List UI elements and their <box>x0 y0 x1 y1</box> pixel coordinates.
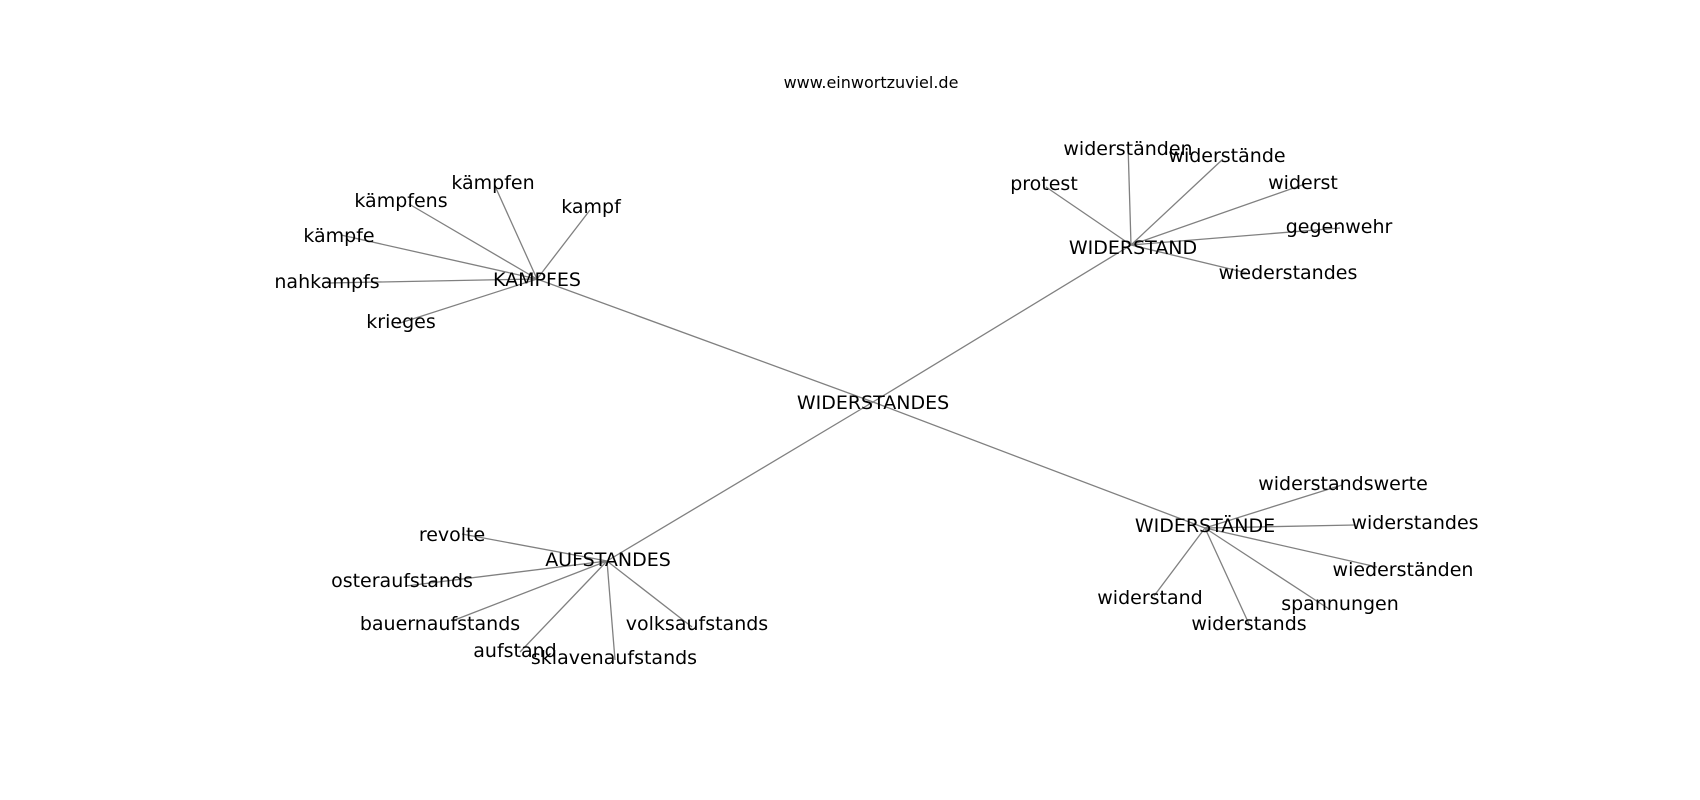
edge-hub-0-leaf-1 <box>408 203 538 280</box>
edge-hub-0-leaf-0 <box>494 185 538 280</box>
edge-hub-2-leaf-1 <box>405 560 608 587</box>
leaf-node-label-2-1: osteraufstands <box>331 570 473 592</box>
edge-root-hub-3 <box>872 401 1206 529</box>
leaf-node-label-0-3: kämpfe <box>303 225 374 247</box>
leaf-node-label-0-2: kampf <box>561 196 622 218</box>
hub-node-label-0: KAMPFES <box>493 269 581 291</box>
edge-root-hub-2 <box>606 401 874 562</box>
edge-hub-2-leaf-3 <box>606 560 693 628</box>
edge-layer <box>326 143 1378 661</box>
edge-hub-3-leaf-5 <box>1204 527 1250 625</box>
leaf-node-label-3-2: wiederständen <box>1333 559 1474 581</box>
edge-hub-3-leaf-0 <box>1204 484 1343 529</box>
edge-hub-1-leaf-3 <box>1130 183 1306 246</box>
edge-hub-3-leaf-3 <box>1153 527 1206 597</box>
leaf-node-label-3-1: widerstandes <box>1351 512 1478 534</box>
leaf-node-label-0-1: kämpfens <box>354 190 447 212</box>
leaf-node-label-2-4: aufstand <box>473 640 556 662</box>
leaf-node-label-0-0: kämpfen <box>451 172 534 194</box>
edge-hub-0-leaf-5 <box>396 278 538 325</box>
edge-hub-0-leaf-3 <box>340 234 538 280</box>
root-node-label: WIDERSTANDES <box>797 392 949 414</box>
hub-node-label-2: AUFSTANDES <box>545 549 671 571</box>
edge-hub-3-leaf-2 <box>1204 527 1378 568</box>
edge-hub-3-leaf-4 <box>1204 527 1330 610</box>
leaf-node-label-0-5: krieges <box>366 311 435 333</box>
leaf-node-label-1-0: widerständen <box>1063 138 1192 160</box>
leaf-node-label-3-4: spannungen <box>1281 593 1399 615</box>
leaf-node-label-3-3: widerstand <box>1097 587 1202 609</box>
edge-root-hub-0 <box>536 278 874 403</box>
leaf-node-label-0-4: nahkampfs <box>274 271 379 293</box>
leaf-node-label-2-5: sklavenaufstands <box>531 647 697 669</box>
leaf-node-label-3-5: widerstands <box>1191 613 1306 635</box>
edge-hub-2-leaf-0 <box>461 533 608 562</box>
edge-hub-1-leaf-0 <box>1127 143 1132 246</box>
hub-node-label-3: WIDERSTÄNDE <box>1135 514 1275 537</box>
leaf-node-label-1-5: wiederstandes <box>1219 262 1358 284</box>
edge-hub-2-leaf-5 <box>606 560 616 661</box>
leaf-node-label-1-3: widerst <box>1268 172 1338 194</box>
hub-node-label-1: WIDERSTAND <box>1069 237 1197 259</box>
leaf-node-label-2-2: bauernaufstands <box>360 613 520 635</box>
edge-hub-1-leaf-1 <box>1130 158 1224 246</box>
leaf-node-label-3-0: widerstandswerte <box>1258 473 1428 495</box>
edge-hub-0-leaf-2 <box>536 209 591 280</box>
edge-hub-1-leaf-2 <box>1045 186 1132 246</box>
edge-hub-3-leaf-1 <box>1204 524 1356 529</box>
leaf-node-label-1-2: protest <box>1010 173 1078 195</box>
site-watermark[interactable]: www.einwortzuviel.de <box>784 73 959 92</box>
leaf-node-label-2-0: revolte <box>419 524 485 546</box>
leaf-node-label-1-4: gegenwehr <box>1286 216 1393 238</box>
leaf-node-label-1-1: widerstände <box>1168 145 1285 167</box>
edge-hub-2-leaf-4 <box>519 560 608 653</box>
leaf-node-label-2-3: volksaufstands <box>626 613 768 635</box>
edge-hub-0-leaf-4 <box>326 278 538 284</box>
edge-root-hub-1 <box>872 244 1132 403</box>
edge-hub-1-leaf-4 <box>1130 227 1341 246</box>
edge-hub-1-leaf-5 <box>1130 244 1248 274</box>
edge-hub-2-leaf-2 <box>451 560 608 622</box>
label-layer: www.einwortzuviel.de WIDERSTANDES KAMPFES… <box>274 73 1478 669</box>
